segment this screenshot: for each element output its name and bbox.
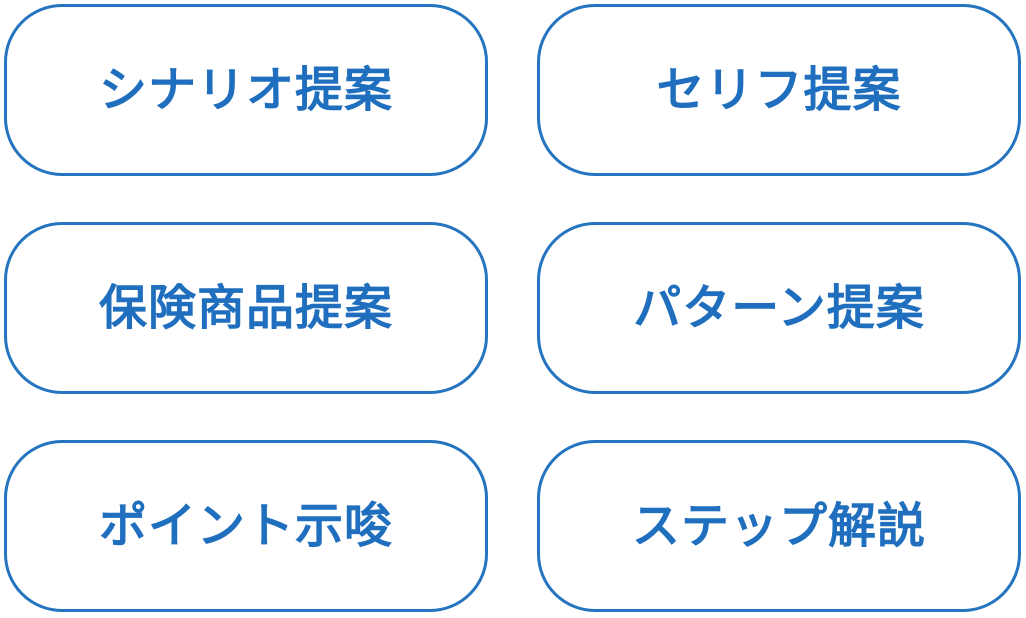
step-explanation-button[interactable]: ステップ解説 xyxy=(537,440,1021,612)
button-label: セリフ提案 xyxy=(656,62,902,118)
button-label: ポイント示唆 xyxy=(98,498,393,554)
button-label: 保険商品提案 xyxy=(98,280,393,336)
pattern-proposal-button[interactable]: パターン提案 xyxy=(537,222,1021,394)
point-suggestion-button[interactable]: ポイント示唆 xyxy=(4,440,488,612)
button-label: パターン提案 xyxy=(633,280,925,336)
insurance-product-proposal-button[interactable]: 保険商品提案 xyxy=(4,222,488,394)
scenario-proposal-button[interactable]: シナリオ提案 xyxy=(4,4,488,176)
button-label: ステップ解説 xyxy=(631,498,926,554)
button-label: シナリオ提案 xyxy=(98,62,393,118)
dialogue-proposal-button[interactable]: セリフ提案 xyxy=(537,4,1021,176)
